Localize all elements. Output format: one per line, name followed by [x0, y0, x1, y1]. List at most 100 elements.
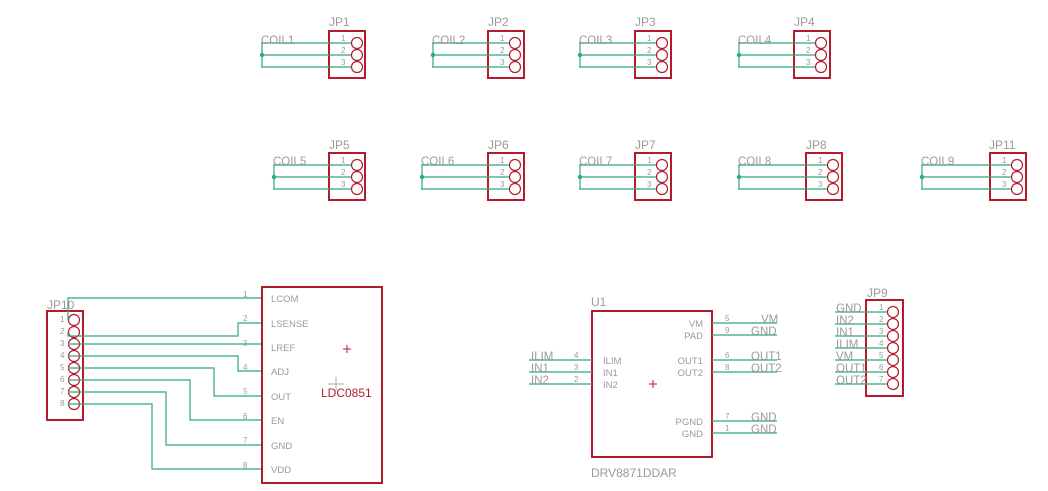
pin-number: 1: [243, 290, 248, 299]
ref-label: JP11: [989, 138, 1016, 152]
pin-number: 4: [574, 351, 579, 360]
ic-value-label: LDC0851: [321, 386, 372, 400]
net-label: ILIM: [531, 351, 553, 363]
connector-jp10[interactable]: JP10 1 2 3 4 5 6 7 8: [46, 298, 84, 421]
pin-name: ILIM: [603, 356, 622, 367]
pin-number: 4: [243, 363, 248, 372]
net-label: COIL6: [421, 156, 454, 168]
pin-6: 6 EN: [243, 412, 284, 427]
pin-name: IN1: [603, 368, 618, 379]
net-label: GND: [751, 424, 777, 436]
pin-number: 6: [725, 351, 730, 360]
pin-number: 3: [243, 339, 248, 348]
ref-label: JP4: [794, 15, 815, 29]
pin-1: 1 LCOM: [243, 290, 299, 305]
pin-name: OUT2: [678, 368, 703, 379]
pin-number: 3: [1002, 180, 1007, 189]
ic-value-label: DRV8871DDAR: [591, 466, 677, 480]
pin-number: 5: [243, 387, 248, 396]
pin-number: 1: [818, 156, 823, 165]
connector-jp7[interactable]: JP7 1 2 3 COIL7: [577, 138, 672, 201]
pin-number: 5: [725, 314, 730, 323]
ref-label: JP8: [806, 138, 827, 152]
pin-number: 7: [60, 387, 65, 396]
connector-jp4[interactable]: JP4 1 2 3 COIL4: [736, 15, 831, 79]
net-label: COIL7: [579, 156, 612, 168]
net-label: COIL1: [261, 35, 294, 47]
connector-jp9[interactable]: JP9 1 2 3 4 5 6 7 GND IN2 IN1 ILIM VM OU…: [835, 286, 904, 397]
ref-label: JP10: [47, 298, 75, 312]
net-label: GND: [836, 303, 862, 315]
pin-number: 5: [879, 351, 884, 360]
pin-number: 3: [500, 58, 505, 67]
net-label: VM: [836, 351, 853, 363]
pin-number: 3: [574, 363, 579, 372]
pin-number: 1: [341, 34, 346, 43]
jp10-to-ldc-wires: [67, 297, 263, 470]
pin-name: LSENSE: [271, 319, 309, 330]
pin-number: 2: [806, 46, 811, 55]
connector-body: [46, 310, 84, 421]
pin-number: 6: [243, 412, 248, 421]
net-label: IN2: [531, 375, 549, 387]
pin-name: PGND: [676, 417, 704, 428]
pin-name: VDD: [271, 465, 291, 476]
pin-number: 8: [243, 461, 248, 470]
pin-number: 1: [647, 34, 652, 43]
net-label: IN1: [531, 363, 549, 375]
pin-number: 7: [879, 375, 884, 384]
pin-number: 2: [1002, 168, 1007, 177]
ref-label: JP2: [488, 15, 509, 29]
ic-ldc0851[interactable]: 1 LCOM 2 LSENSE 3 LREF 4 ADJ 5 OUT 6 EN …: [243, 286, 383, 484]
pin-number: 1: [1002, 156, 1007, 165]
pin-5: 5 OUT: [243, 387, 291, 403]
connector-jp6[interactable]: JP6 1 2 3 COIL6: [419, 138, 525, 201]
pin-number: 3: [341, 180, 346, 189]
connector-jp3[interactable]: JP3 1 2 3 COIL3: [577, 15, 672, 79]
pin-name: LREF: [271, 343, 295, 354]
net-label: OUT2: [751, 363, 782, 375]
pin-name: LCOM: [271, 294, 299, 305]
pin-number: 3: [806, 58, 811, 67]
pin-name: GND: [682, 429, 703, 440]
connector-jp1[interactable]: JP1 1 2 3 COIL1: [259, 15, 366, 79]
pin-name: VM: [689, 319, 703, 330]
net-label: COIL5: [273, 156, 306, 168]
pin-number: 1: [500, 34, 505, 43]
pin-number: 3: [341, 58, 346, 67]
connector-jp8[interactable]: JP8 1 2 3 COIL8: [736, 138, 843, 201]
pin-name: ADJ: [271, 367, 289, 378]
pin-7: 7 GND: [243, 436, 292, 452]
pin-number: 3: [879, 327, 884, 336]
ic-body: [261, 286, 383, 484]
pin-number: 5: [60, 363, 65, 372]
pin-number: 2: [574, 375, 579, 384]
pin-name: PAD: [684, 331, 703, 342]
connector-jp2[interactable]: JP2 1 2 3 COIL2: [430, 15, 525, 79]
pin-number: 2: [647, 46, 652, 55]
pin-number: 8: [60, 399, 65, 408]
pin-number: 2: [341, 46, 346, 55]
pin-number: 9: [725, 326, 730, 335]
net-label: COIL4: [738, 35, 772, 47]
pin-number: 7: [243, 436, 248, 445]
pin-number: 1: [806, 34, 811, 43]
pin-number: 1: [341, 156, 346, 165]
connector-jp11[interactable]: JP11 1 2 3 COIL9: [919, 138, 1027, 201]
pin-number: 2: [341, 168, 346, 177]
net-label: IN1: [836, 327, 854, 339]
ic-u1-drv8871[interactable]: U1 DRV8871DDAR ILIM IN1 IN2 4 3 2 ILIM I…: [529, 295, 782, 480]
net-label: IN2: [836, 315, 854, 327]
pin-number: 1: [879, 303, 884, 312]
connector-jp5[interactable]: JP5 1 2 3 COIL5: [271, 138, 366, 201]
net-label: COIL9: [921, 156, 954, 168]
pin-number: 6: [879, 363, 884, 372]
pin-number: 1: [500, 156, 505, 165]
pin-number: 3: [60, 339, 65, 348]
pin-name: EN: [271, 416, 284, 427]
net-label: ILIM: [836, 339, 858, 351]
pin-number: 7: [725, 412, 730, 421]
pin-4: 4 ADJ: [243, 363, 289, 378]
ref-label: JP9: [867, 286, 888, 300]
